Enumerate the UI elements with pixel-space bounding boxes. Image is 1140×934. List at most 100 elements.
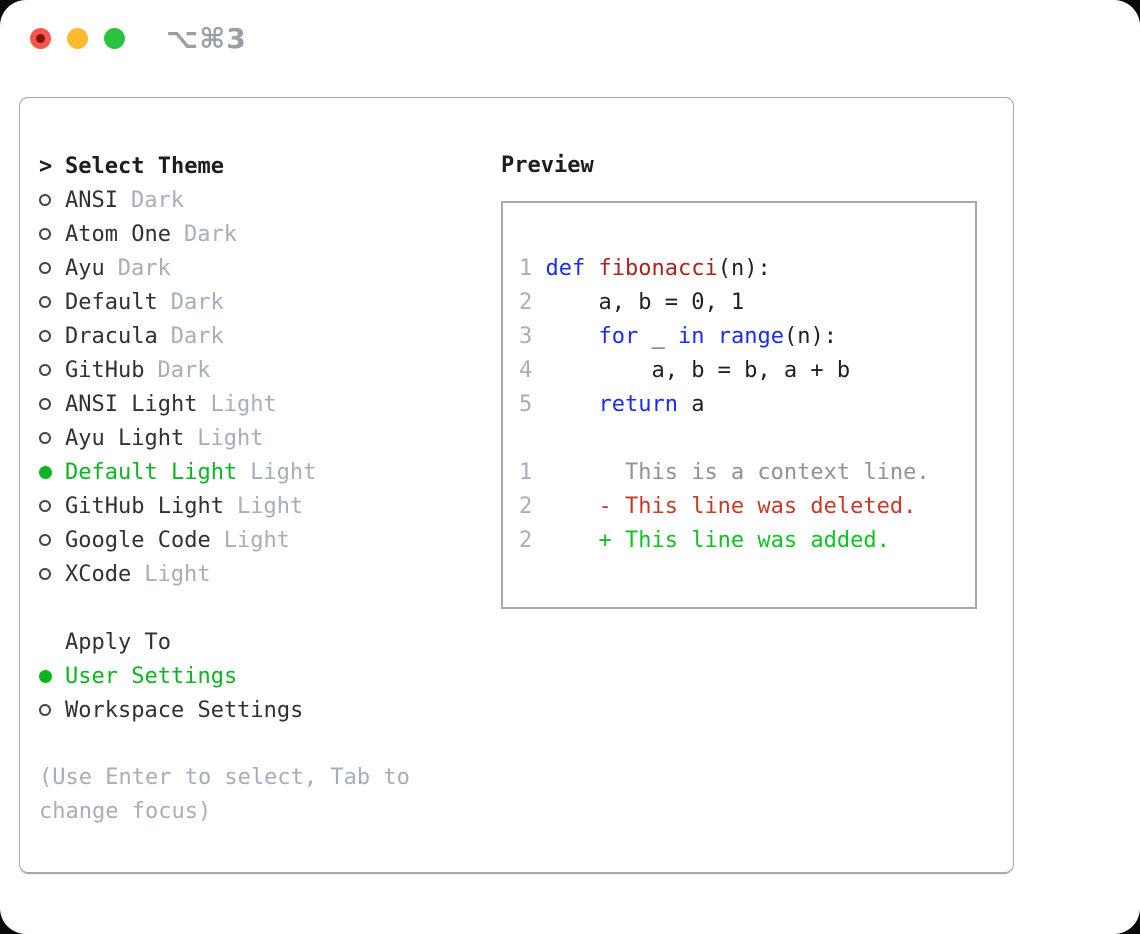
apply-to-title: Apply To [65, 629, 171, 655]
theme-option-label: ANSI Light [65, 391, 198, 417]
code-segment: return [598, 392, 678, 417]
preview-column: Preview 1 def fibonacci(n):2 a, b = 0, 1… [501, 149, 1013, 872]
radio-icon [39, 262, 65, 274]
code-line: 5 return a [519, 388, 975, 422]
theme-option-default[interactable]: Default Dark [39, 285, 501, 319]
theme-variant-label: Dark [170, 323, 224, 349]
radio-icon [39, 228, 65, 240]
theme-option-atom-one[interactable]: Atom One Dark [39, 217, 501, 251]
theme-option-label: Ayu [65, 255, 105, 281]
code-line: 4 a, b = b, a + b [519, 354, 975, 388]
spacer [39, 727, 501, 761]
theme-option-ansi[interactable]: ANSI Dark [39, 183, 501, 217]
theme-variant-label: Dark [170, 289, 224, 315]
code-segment: - This line was deleted. [545, 494, 917, 519]
code-line: 3 for _ in range(n): [519, 320, 975, 354]
select-theme-header-row: > Select Theme [39, 149, 501, 183]
help-line: change focus) [39, 799, 212, 824]
theme-option-label: Ayu Light [65, 425, 185, 451]
theme-variant-label: Dark [130, 187, 184, 213]
apply-option-label: User Settings [65, 663, 238, 689]
code-segment: _ [638, 324, 678, 349]
code-segment [704, 324, 717, 349]
radio-icon [39, 568, 65, 580]
theme-option-label: GitHub [65, 357, 145, 383]
radio-icon [39, 398, 65, 410]
preview-title: Preview [501, 153, 594, 178]
theme-option-ansi-light[interactable]: ANSI Light Light [39, 387, 501, 421]
code-segment: for [598, 324, 639, 349]
code-segment [546, 392, 599, 417]
code-segment: a, b = b, a + b [545, 358, 851, 383]
code-segment: a, b = 0, 1 [545, 290, 745, 315]
select-theme-title: Select Theme [65, 153, 224, 179]
theme-option-label: Dracula [65, 323, 158, 349]
spacer [39, 591, 501, 625]
code-segment: 2 [519, 494, 546, 519]
theme-option-ayu[interactable]: Ayu Dark [39, 251, 501, 285]
code-segment: a [677, 392, 705, 417]
radio-icon [39, 194, 65, 206]
code-segment [546, 324, 599, 349]
code-segment: fibonacci [598, 256, 718, 281]
cursor-icon: > [39, 153, 53, 179]
code-segment: (n): [783, 324, 837, 349]
theme-option-label: Default [65, 289, 158, 315]
code-segment: def [545, 256, 599, 281]
radio-icon [39, 296, 65, 308]
theme-variant-label: Light [210, 391, 277, 417]
code-line: 2 - This line was deleted. [519, 490, 975, 524]
apply-to-header-row: Apply To [39, 625, 501, 659]
code-segment: 3 [519, 324, 546, 349]
code-segment: 2 [519, 528, 546, 553]
code-segment: 5 [519, 392, 546, 417]
code-line: 1 def fibonacci(n): [519, 252, 975, 286]
radio-selected-icon [39, 669, 65, 683]
maximize-button[interactable] [104, 28, 125, 49]
code-segment: 1 [519, 256, 546, 281]
close-button[interactable] [30, 28, 51, 49]
theme-variant-label: Light [223, 527, 290, 553]
code-segment: in [677, 324, 705, 349]
radio-icon [39, 364, 65, 376]
theme-option-label: Default Light [65, 459, 238, 485]
theme-option-github[interactable]: GitHub Dark [39, 353, 501, 387]
theme-variant-label: Dark [117, 255, 171, 281]
titlebar: ⌥⌘3 [0, 0, 1140, 78]
theme-option-github-light[interactable]: GitHub Light Light [39, 489, 501, 523]
theme-variant-label: Light [250, 459, 317, 485]
apply-option-workspace-settings[interactable]: Workspace Settings [39, 693, 501, 727]
theme-variant-label: Dark [183, 221, 237, 247]
code-line: 1 This is a context line. [519, 456, 975, 490]
radio-icon [39, 432, 65, 444]
window-shortcut-label: ⌥⌘3 [166, 22, 247, 55]
minimize-button[interactable] [67, 28, 88, 49]
help-line: (Use Enter to select, Tab to [39, 765, 410, 790]
apply-option-user-settings[interactable]: User Settings [39, 659, 501, 693]
theme-option-default-light[interactable]: Default Light Light [39, 455, 501, 489]
theme-option-label: XCode [65, 561, 132, 587]
code-segment: This is a context line. [545, 460, 930, 485]
code-line: 2 + This line was added. [519, 524, 975, 558]
code-segment: + This line was added. [545, 528, 890, 553]
theme-option-dracula[interactable]: Dracula Dark [39, 319, 501, 353]
code-segment: 2 [519, 290, 546, 315]
theme-option-label: Atom One [65, 221, 171, 247]
theme-option-label: GitHub Light [65, 493, 224, 519]
code-line: 2 a, b = 0, 1 [519, 286, 975, 320]
theme-option-label: ANSI [65, 187, 118, 213]
radio-icon [39, 534, 65, 546]
theme-variant-label: Light [236, 493, 304, 519]
radio-selected-icon [39, 465, 65, 479]
theme-variant-label: Dark [157, 357, 211, 383]
radio-icon [39, 704, 65, 716]
